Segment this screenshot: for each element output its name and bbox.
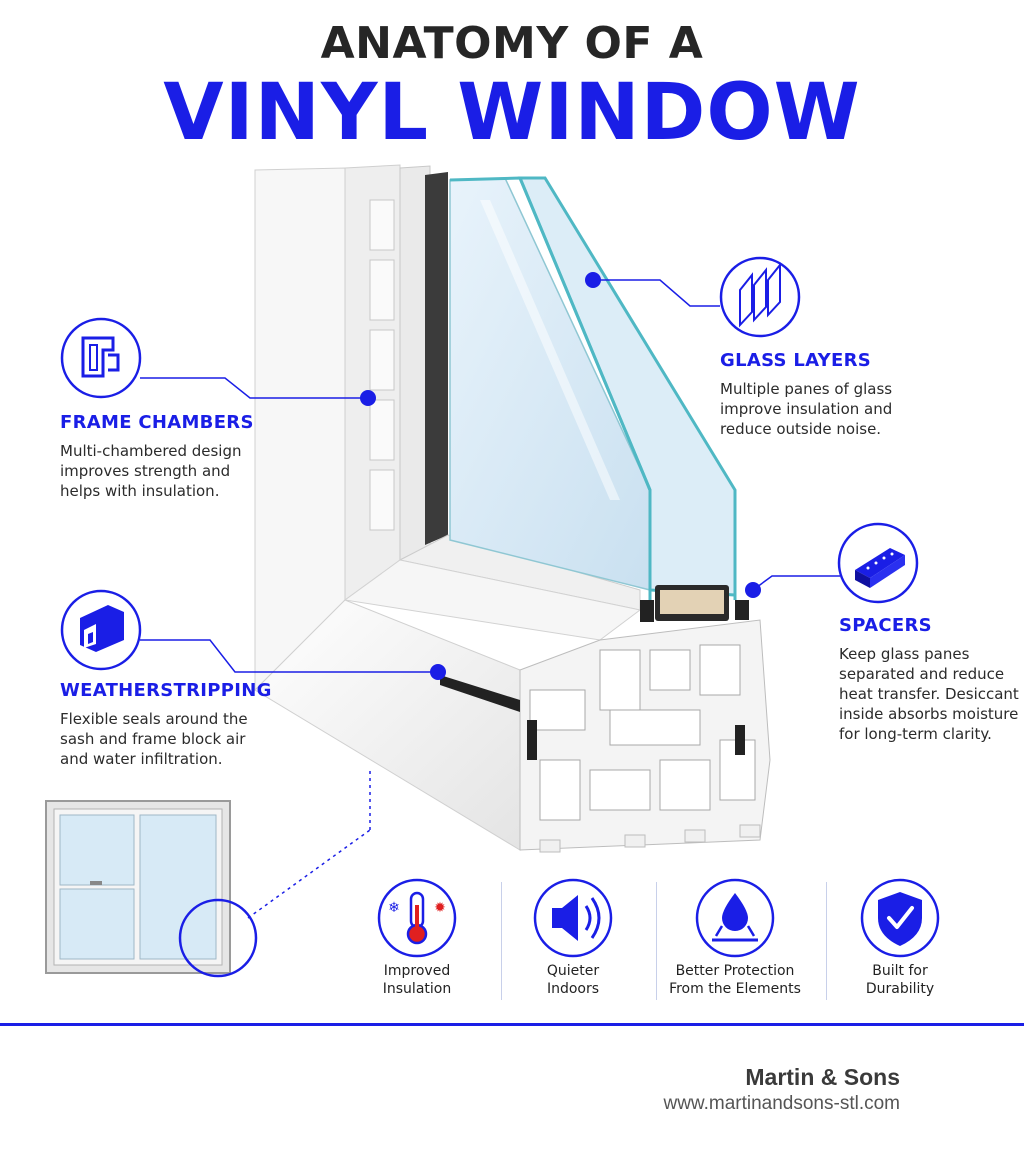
footer-divider: [0, 1023, 1024, 1026]
callout-spacers: SPACERS Keep glass panes separated and r…: [839, 615, 1019, 744]
benefit-quieter-label: Quieter Indoors: [546, 963, 600, 997]
callout-frame-chambers: FRAME CHAMBERS Multi-chambered design im…: [60, 412, 254, 501]
benefit-divider: [826, 882, 827, 1000]
svg-text:❄: ❄: [388, 900, 400, 916]
svg-text:✹: ✹: [434, 900, 446, 916]
brand-name: Martin & Sons: [745, 1064, 900, 1090]
callout-weatherstripping: WEATHERSTRIPPING Flexible seals around t…: [60, 680, 272, 769]
glass-layers-heading: GLASS LAYERS: [720, 350, 871, 371]
weatherstripping-text: Flexible seals around the sash and frame…: [60, 710, 248, 768]
benefit-divider: [501, 882, 502, 1000]
profile-chambers: [529, 644, 756, 821]
window-cross-section: [254, 164, 771, 853]
benefit-protection-label: Better Protection From the Elements: [669, 963, 801, 997]
spacers-heading: SPACERS: [839, 615, 932, 636]
zoom-indicator: [178, 770, 371, 978]
speaker-icon: [533, 878, 613, 958]
window-thumbnail: [45, 800, 231, 974]
chamber-cells: [369, 199, 395, 531]
spacers-text: Keep glass panes separated and reduce he…: [839, 645, 1019, 743]
frame-chambers-icon: [60, 317, 142, 399]
shield-check-icon: [860, 878, 940, 958]
spacer-icon: [837, 522, 919, 604]
thermometer-icon: ❄ ✹: [377, 878, 457, 958]
frame-chambers-heading: FRAME CHAMBERS: [60, 412, 254, 433]
brand-url[interactable]: www.martinandsons-stl.com: [663, 1093, 900, 1114]
benefit-insulation-label: Improved Insulation: [382, 963, 452, 997]
weatherstripping-heading: WEATHERSTRIPPING: [60, 680, 272, 701]
weatherstrip-icon: [60, 589, 142, 671]
title-line-1: ANATOMY OF A: [320, 18, 704, 69]
glass-layers-text: Multiple panes of glass improve insulati…: [720, 380, 893, 438]
callout-markers: [360, 272, 761, 680]
benefit-durability-label: Built for Durability: [865, 963, 935, 997]
title-line-2: VINYL WINDOW: [163, 68, 861, 158]
brand-block: Martin & Sons www.martinandsons-stl.com: [663, 1064, 900, 1115]
callout-glass-layers: GLASS LAYERS Multiple panes of glass imp…: [720, 350, 892, 439]
glass-layers-icon: [719, 256, 801, 338]
water-drop-icon: [695, 878, 775, 958]
benefit-divider: [656, 882, 657, 1000]
frame-chambers-text: Multi-chambered design improves strength…: [60, 442, 242, 500]
